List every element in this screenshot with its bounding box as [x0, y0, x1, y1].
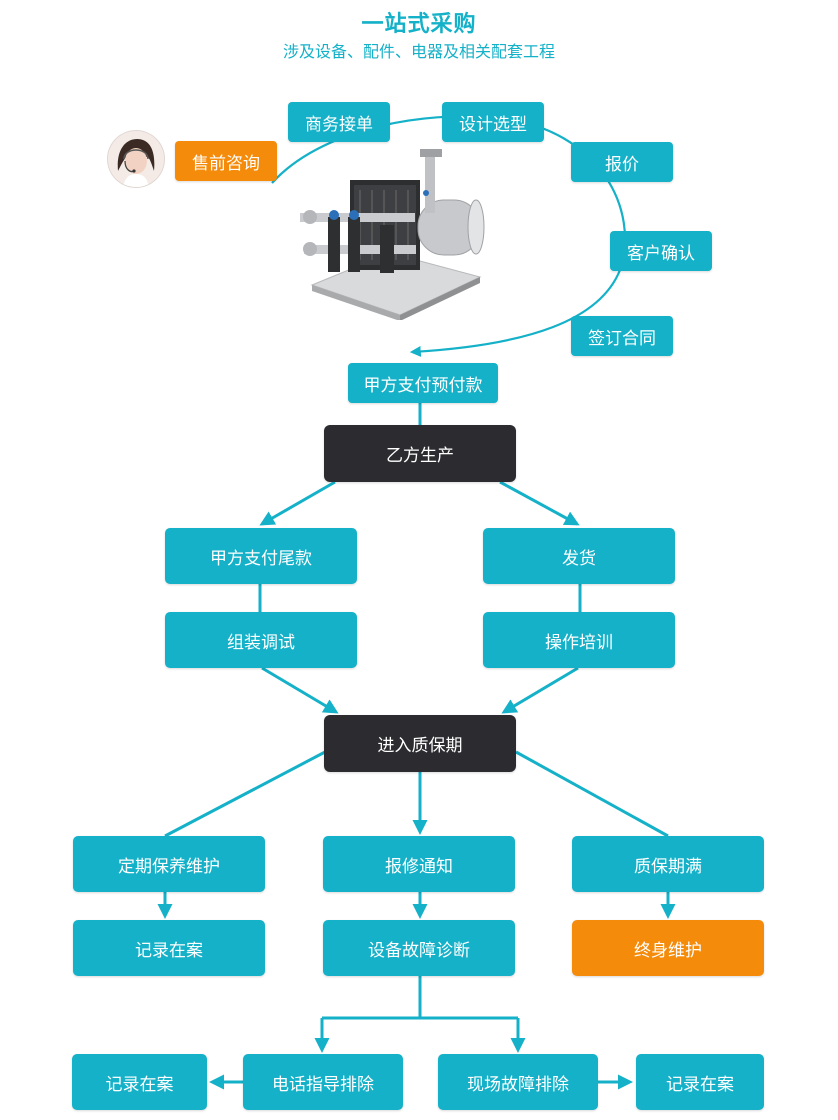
onsite-fix-box[interactable]: 现场故障排除: [438, 1054, 598, 1110]
record-label-3: 记录在案: [666, 1074, 734, 1095]
presale-consult-label: 售前咨询: [192, 153, 260, 174]
business-order-box[interactable]: 商务接单: [288, 102, 390, 142]
warranty-end-box[interactable]: 质保期满: [572, 836, 764, 892]
record-box-2[interactable]: 记录在案: [72, 1054, 207, 1110]
warranty-label: 进入质保期: [377, 736, 463, 756]
sign-contract-label: 签订合同: [588, 328, 656, 349]
diagnosis-label: 设备故障诊断: [368, 940, 470, 961]
quote-box[interactable]: 报价: [571, 142, 673, 182]
shipping-label: 发货: [562, 548, 596, 569]
warranty-end-label: 质保期满: [634, 856, 702, 877]
page-subtitle: 涉及设备、配件、电器及相关配套工程: [282, 42, 555, 61]
record-box-3[interactable]: 记录在案: [636, 1054, 764, 1110]
quote-label: 报价: [605, 154, 639, 175]
onsite-fix-label: 现场故障排除: [467, 1074, 569, 1095]
record-box-1[interactable]: 记录在案: [73, 920, 265, 976]
maintenance-label: 定期保养维护: [118, 856, 220, 877]
lifetime-maintenance-box[interactable]: 终身维护: [572, 920, 764, 976]
operation-training-label: 操作培训: [545, 632, 613, 653]
operation-training-box[interactable]: 操作培训: [483, 612, 675, 668]
customer-confirm-label: 客户确认: [627, 243, 695, 264]
warranty-box[interactable]: 进入质保期: [324, 715, 516, 772]
record-label-2: 记录在案: [105, 1074, 174, 1095]
repair-notice-box[interactable]: 报修通知: [323, 836, 515, 892]
presale-consult-box[interactable]: 售前咨询: [175, 141, 277, 181]
final-payment-label: 甲方支付尾款: [210, 548, 312, 569]
maintenance-box[interactable]: 定期保养维护: [73, 836, 265, 892]
design-selection-label: 设计选型: [459, 114, 527, 135]
customer-service-avatar-icon: [108, 131, 164, 187]
page-title: 一站式采购: [361, 12, 477, 37]
business-order-label: 商务接单: [305, 114, 373, 135]
prepay-label: 甲方支付预付款: [363, 375, 483, 396]
repair-notice-label: 报修通知: [385, 856, 453, 877]
arrow-training-warranty: [501, 666, 579, 714]
water-pump-unit-icon: [290, 145, 490, 321]
final-payment-box[interactable]: 甲方支付尾款: [165, 528, 357, 584]
record-label-1: 记录在案: [135, 940, 203, 961]
sign-contract-box[interactable]: 签订合同: [571, 316, 673, 356]
lifetime-maintenance-label: 终身维护: [634, 940, 702, 961]
phone-fix-box[interactable]: 电话指导排除: [243, 1054, 403, 1110]
design-selection-box[interactable]: 设计选型: [442, 102, 544, 142]
shipping-box[interactable]: 发货: [483, 528, 675, 584]
prepay-box[interactable]: 甲方支付预付款: [348, 363, 498, 403]
arrow-install-warranty: [261, 666, 339, 714]
install-debug-label: 组装调试: [227, 632, 295, 653]
line-warranty-maintenance: [164, 750, 326, 838]
phone-fix-label: 电话指导排除: [272, 1074, 374, 1095]
production-box[interactable]: 乙方生产: [324, 425, 516, 482]
diagnosis-box[interactable]: 设备故障诊断: [323, 920, 515, 976]
line-warranty-end: [515, 750, 669, 838]
arrow-to-shipping: [499, 480, 580, 526]
customer-confirm-box[interactable]: 客户确认: [610, 231, 712, 271]
install-debug-box[interactable]: 组装调试: [165, 612, 357, 668]
arrow-to-final-payment: [259, 480, 336, 526]
production-label: 乙方生产: [386, 446, 454, 466]
